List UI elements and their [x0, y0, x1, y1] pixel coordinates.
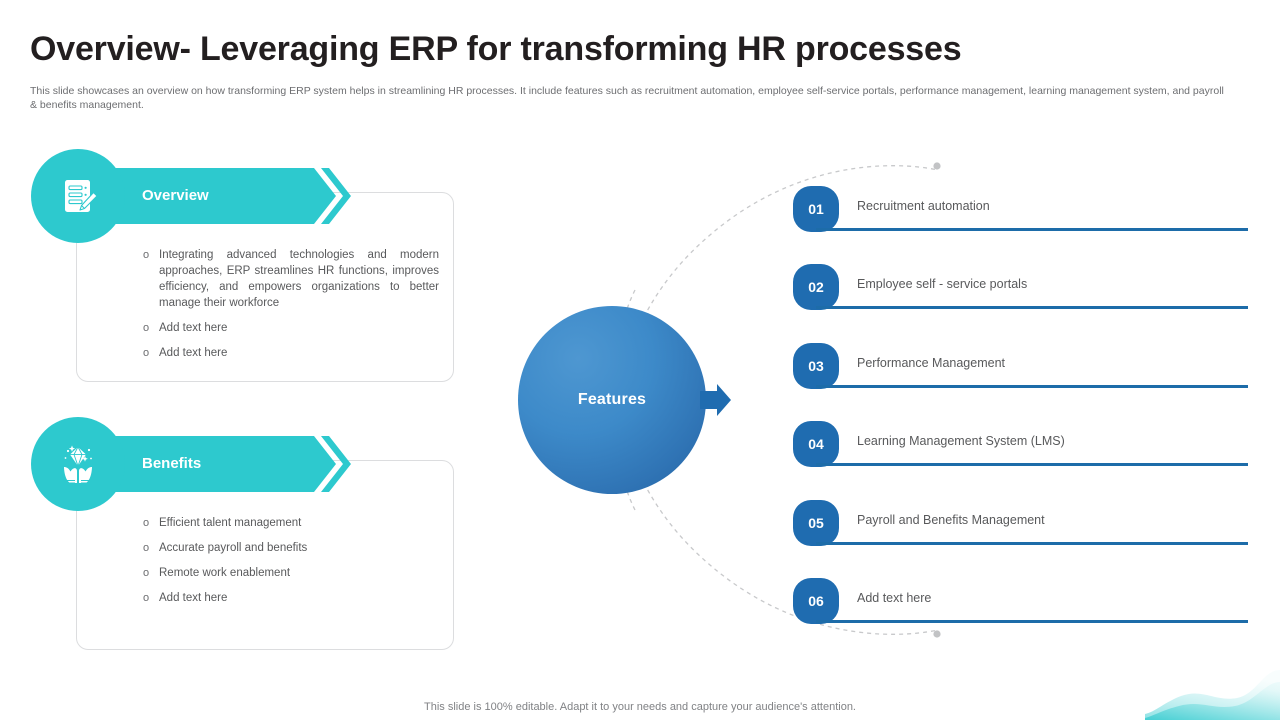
features-hub-label: Features: [577, 391, 647, 408]
feature-underline: [816, 542, 1248, 545]
corner-wave-decoration: [1145, 670, 1280, 720]
feature-row-06[interactable]: 06 Add text here: [793, 578, 1248, 624]
feature-number-badge: 04: [793, 421, 839, 467]
feature-row-03[interactable]: 03 Performance Management: [793, 343, 1248, 389]
diamond-in-hands-icon: [31, 417, 125, 511]
feature-row-05[interactable]: 05 Payroll and Benefits Management: [793, 500, 1248, 546]
features-hub: Features: [518, 306, 706, 494]
benefits-ribbon: Benefits: [110, 436, 351, 492]
feature-number-badge: 06: [793, 578, 839, 624]
feature-label: Recruitment automation: [857, 199, 990, 213]
bullet-marker-icon: o: [143, 592, 150, 604]
feature-label: Add text here: [857, 591, 932, 605]
list-item-label: Accurate payroll and benefits: [159, 542, 308, 554]
list-item: o Add text here: [143, 345, 439, 361]
page-subtitle: This slide showcases an overview on how …: [30, 85, 1224, 111]
list-item: o Efficient talent management: [143, 515, 439, 531]
list-item: o Add text here: [143, 590, 439, 606]
list-item-label: Integrating advanced technologies and mo…: [159, 249, 439, 309]
feature-underline: [816, 463, 1248, 466]
list-item: o Remote work enablement: [143, 565, 439, 581]
list-item: o Add text here: [143, 320, 439, 336]
arrow-right-icon: [700, 384, 731, 416]
benefits-bullet-list: o Efficient talent management o Accurate…: [143, 515, 439, 615]
bullet-marker-icon: o: [143, 517, 150, 529]
feature-underline: [816, 620, 1248, 623]
bullet-marker-icon: o: [143, 249, 150, 261]
feature-number-badge: 05: [793, 500, 839, 546]
chevron-right-icon: [296, 436, 351, 492]
feature-number-badge: 03: [793, 343, 839, 389]
feature-row-04[interactable]: 04 Learning Management System (LMS): [793, 421, 1248, 467]
bullet-marker-icon: o: [143, 567, 150, 579]
feature-underline: [816, 228, 1248, 231]
list-item-label: Add text here: [159, 347, 228, 359]
list-item: o Accurate payroll and benefits: [143, 540, 439, 556]
overview-bullet-list: o Integrating advanced technologies and …: [143, 247, 439, 370]
feature-number-badge: 02: [793, 264, 839, 310]
feature-underline: [816, 306, 1248, 309]
list-item-label: Remote work enablement: [159, 567, 291, 579]
bullet-marker-icon: o: [143, 347, 150, 359]
overview-heading: Overview: [142, 187, 209, 204]
list-item: o Integrating advanced technologies and …: [143, 247, 439, 311]
list-item-label: Add text here: [159, 592, 228, 604]
overview-ribbon: Overview: [110, 168, 351, 224]
document-checklist-pencil-icon: [31, 149, 125, 243]
feature-label: Payroll and Benefits Management: [857, 513, 1045, 527]
feature-label: Performance Management: [857, 356, 1005, 370]
page-title: Overview- Leveraging ERP for transformin…: [30, 30, 962, 68]
feature-underline: [816, 385, 1248, 388]
list-item-label: Add text here: [159, 322, 228, 334]
feature-number-badge: 01: [793, 186, 839, 232]
feature-row-02[interactable]: 02 Employee self - service portals: [793, 264, 1248, 310]
bullet-marker-icon: o: [143, 322, 150, 334]
list-item-label: Efficient talent management: [159, 517, 302, 529]
footer-note: This slide is 100% editable. Adapt it to…: [424, 701, 856, 713]
feature-label: Employee self - service portals: [857, 277, 1028, 291]
chevron-right-icon: [296, 168, 351, 224]
benefits-ribbon-bar: [110, 436, 306, 492]
bullet-marker-icon: o: [143, 542, 150, 554]
benefits-heading: Benefits: [142, 455, 202, 472]
feature-row-01[interactable]: 01 Recruitment automation: [793, 186, 1248, 232]
overview-ribbon-bar: [110, 168, 306, 224]
feature-label: Learning Management System (LMS): [857, 434, 1065, 448]
